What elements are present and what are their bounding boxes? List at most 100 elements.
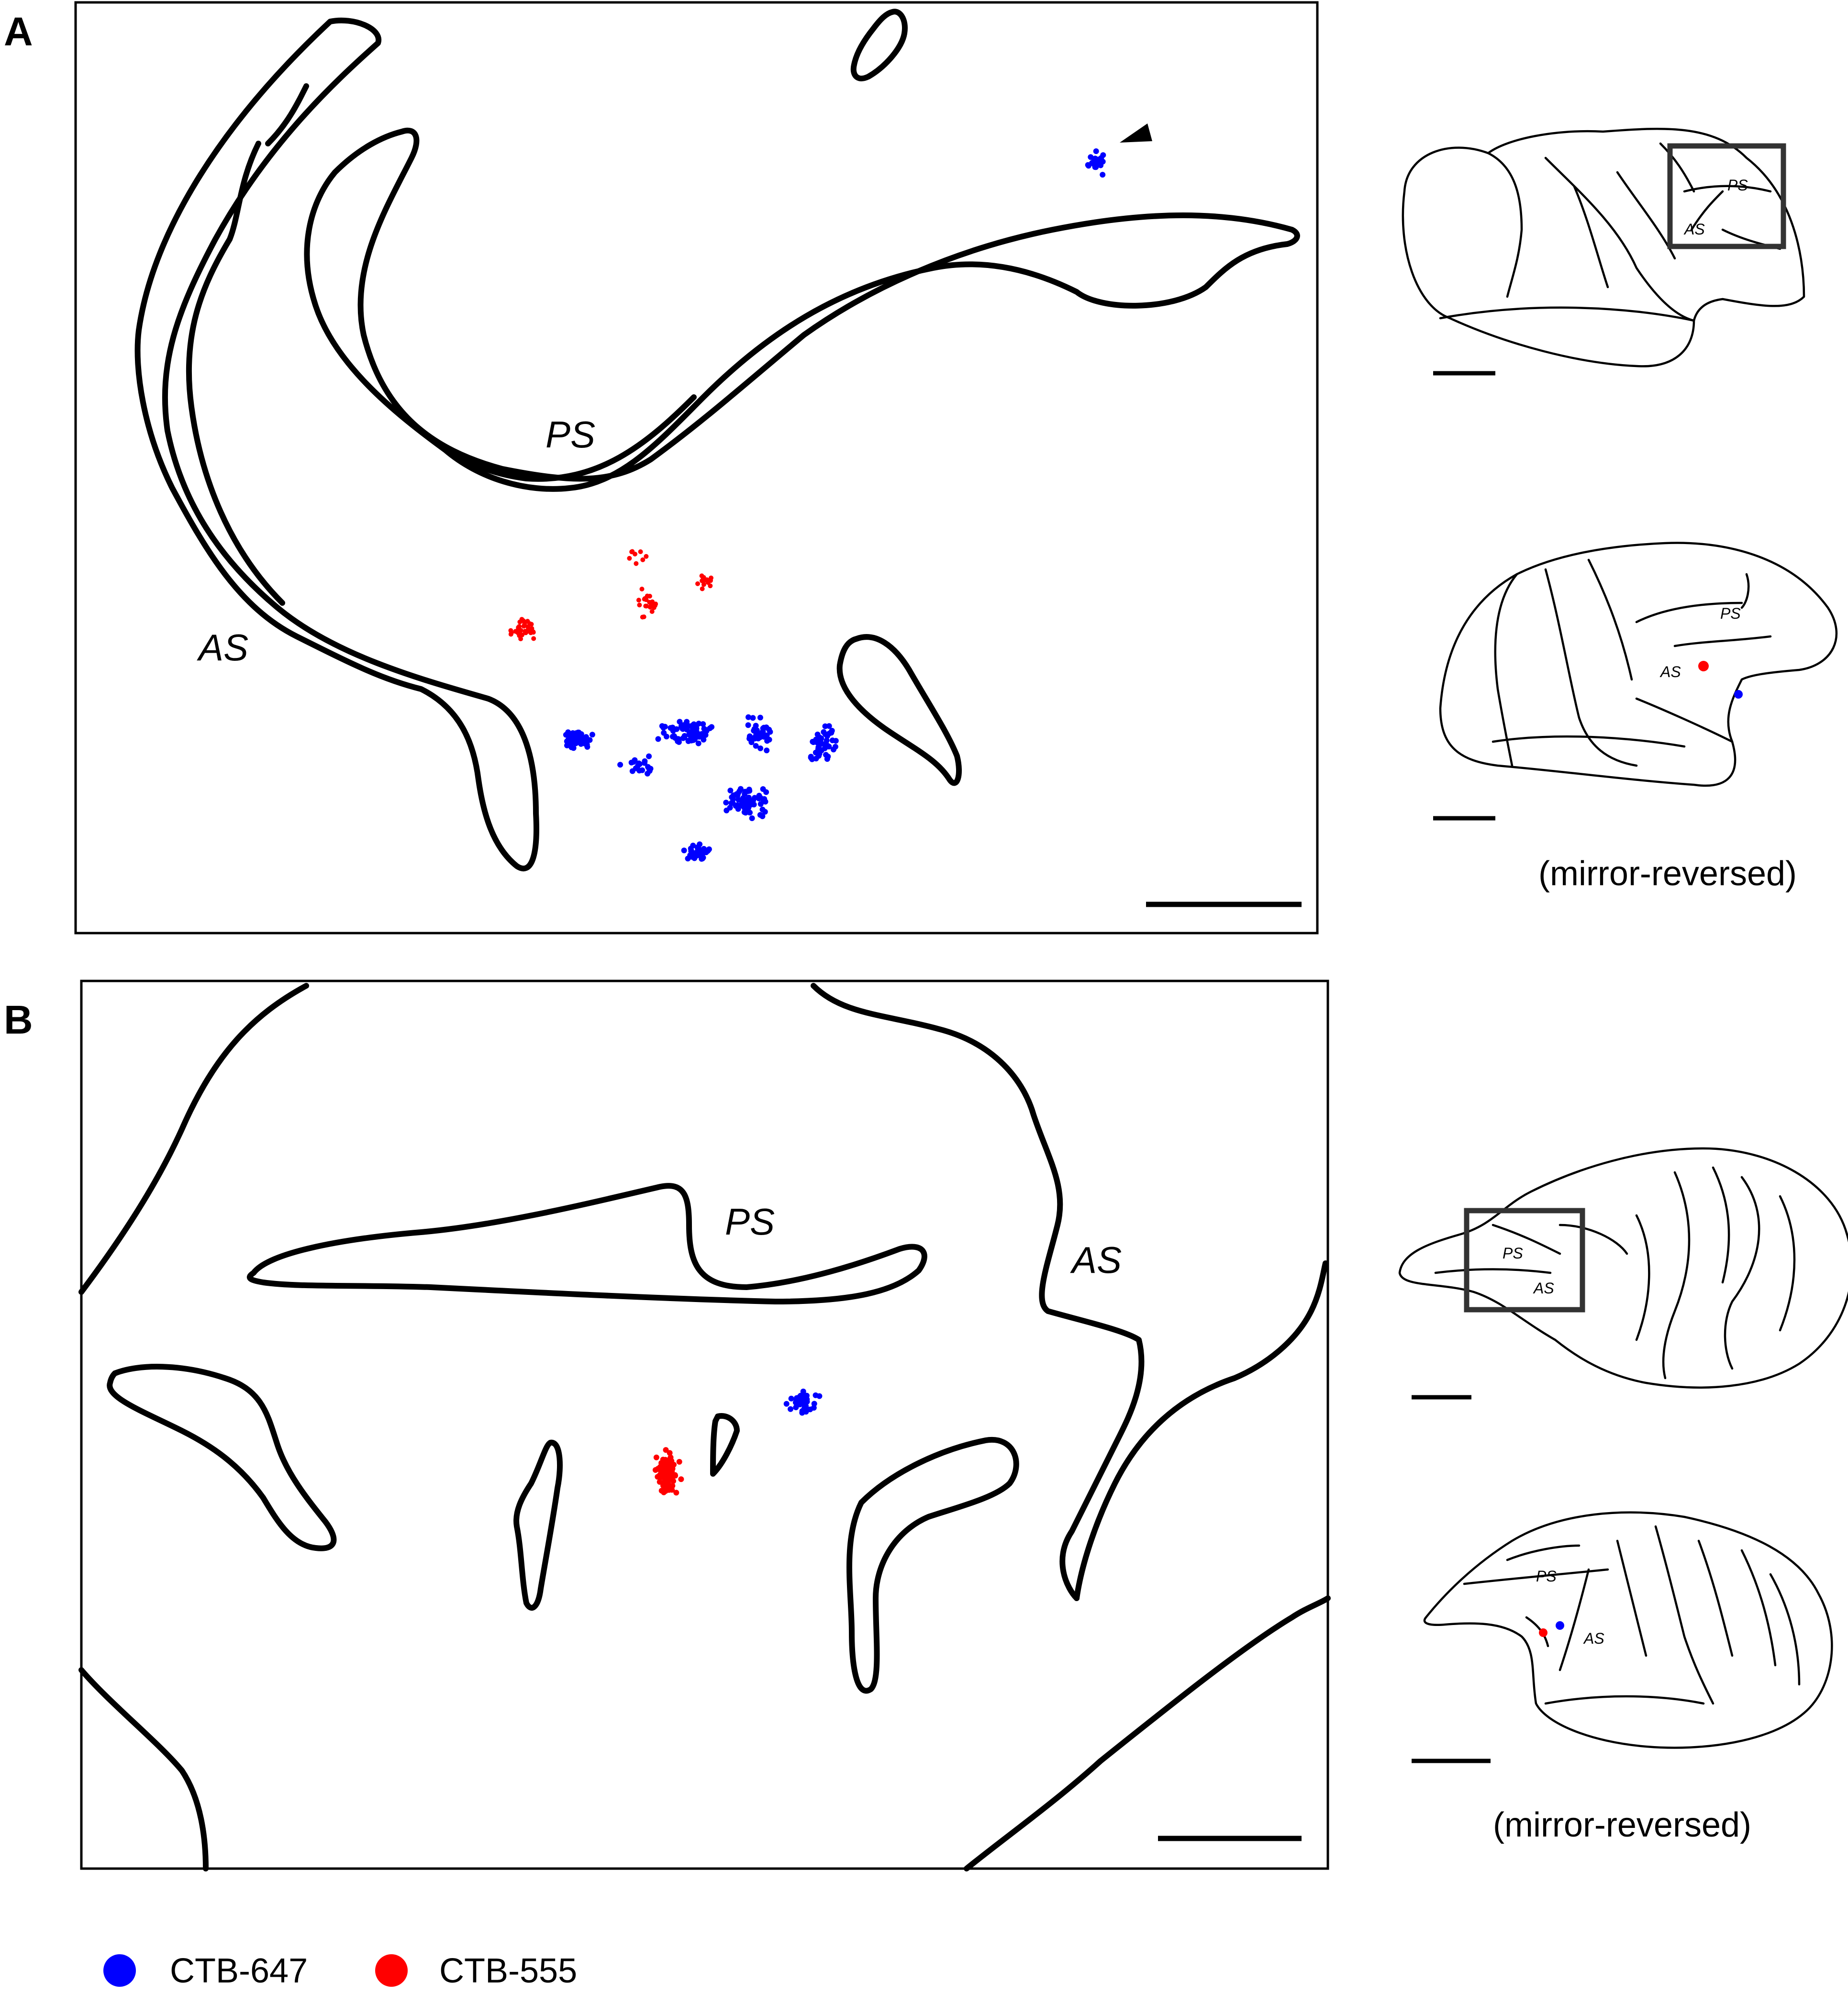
panel-b-outer-contour-right <box>811 983 1145 1601</box>
panel-b-sulcus-left <box>107 1364 337 1551</box>
labeled-cell-dot <box>746 714 751 720</box>
legend-ctb647-swatch <box>103 1954 136 1987</box>
panel-a-inset-region-box <box>1667 143 1786 249</box>
labeled-cell-dot <box>1100 172 1106 178</box>
labeled-cell-dot <box>696 846 701 852</box>
labeled-cell-dot <box>668 1462 674 1468</box>
labeled-cell-dot <box>764 747 770 754</box>
labeled-cell-dot <box>639 587 645 591</box>
panel-a-arrowhead-icon <box>1120 123 1152 143</box>
labeled-cell-dot <box>518 636 523 642</box>
labeled-cell-dot <box>660 1462 667 1469</box>
panel-b-ctb647-cells <box>783 1388 823 1416</box>
labeled-cell-dot <box>669 1483 676 1489</box>
labeled-cell-dot <box>517 624 522 629</box>
labeled-cell-dot <box>520 632 525 637</box>
labeled-cell-dot <box>701 848 707 855</box>
labeled-cell-dot <box>577 735 583 741</box>
panel-a-as-label: AS <box>197 626 248 668</box>
legend-ctb647-label: CTB-647 <box>170 1952 308 1990</box>
labeled-cell-dot <box>825 754 831 759</box>
panel-a-inset-1-ps-label: PS <box>1727 177 1748 194</box>
panel-b: B PS AS <box>4 980 1848 1871</box>
labeled-cell-dot <box>703 728 710 734</box>
panel-b-principal-sulcus <box>246 1183 927 1304</box>
labeled-cell-dot <box>693 853 700 859</box>
panel-b-inset-2-as-label: AS <box>1583 1630 1604 1647</box>
labeled-cell-dot <box>667 1450 673 1456</box>
labeled-cell-dot <box>757 714 763 721</box>
labeled-cell-dot <box>647 766 654 772</box>
labeled-cell-dot <box>617 762 623 768</box>
panel-a-inset-2-ps-label: PS <box>1720 605 1741 622</box>
labeled-cell-dot <box>703 578 708 583</box>
labeled-cell-dot <box>759 730 766 736</box>
panel-a-island-top <box>850 9 908 81</box>
panel-a-principal-inner <box>418 394 697 482</box>
labeled-cell-dot <box>734 803 740 809</box>
panel-b-ctb555-cells <box>652 1447 684 1496</box>
labeled-cell-dot <box>642 758 648 764</box>
labeled-cell-dot <box>638 549 643 554</box>
labeled-cell-dot <box>700 721 706 727</box>
labeled-cell-dot <box>826 723 832 729</box>
labeled-cell-dot <box>800 1388 806 1394</box>
labeled-cell-dot <box>653 601 658 607</box>
panel-b-mirror-caption: (mirror-reversed) <box>1493 1806 1751 1844</box>
labeled-cell-dot <box>738 801 745 807</box>
labeled-cell-dot <box>647 593 652 599</box>
labeled-cell-dot <box>640 557 646 562</box>
labeled-cell-dot <box>689 724 695 730</box>
panel-a-inset-brain-1: PS AS <box>1402 127 1805 376</box>
labeled-cell-dot <box>644 597 649 602</box>
panel-a-frame <box>74 1 1319 935</box>
labeled-cell-dot <box>634 561 639 566</box>
labeled-cell-dot <box>757 801 764 807</box>
labeled-cell-dot <box>589 732 595 738</box>
labeled-cell-dot <box>569 736 575 743</box>
labeled-cell-dot <box>1088 154 1094 160</box>
labeled-cell-dot <box>523 629 527 634</box>
labeled-cell-dot <box>749 815 755 821</box>
labeled-cell-dot <box>663 1447 669 1453</box>
panel-a-principal-sulcus <box>304 127 1300 492</box>
labeled-cell-dot <box>584 742 590 747</box>
labeled-cell-dot <box>525 619 530 624</box>
labeled-cell-dot <box>783 1401 790 1407</box>
labeled-cell-dot <box>801 1393 807 1400</box>
labeled-cell-dot <box>813 756 819 762</box>
panel-a-letter: A <box>4 9 33 54</box>
labeled-cell-dot <box>646 753 652 759</box>
panel-a: A PS AS <box>4 1 1838 935</box>
labeled-cell-dot <box>677 719 683 725</box>
labeled-cell-dot <box>759 806 766 813</box>
panel-a-island-lower <box>836 634 962 786</box>
labeled-cell-dot <box>747 810 753 816</box>
labeled-cell-dot <box>757 745 764 751</box>
labeled-cell-dot <box>815 746 821 752</box>
panel-b-ctb647-injection-site <box>1556 1621 1564 1630</box>
labeled-cell-dot <box>695 740 701 746</box>
panel-b-letter: B <box>4 997 33 1042</box>
labeled-cell-dot <box>661 1482 667 1488</box>
labeled-cell-dot <box>788 1406 793 1412</box>
labeled-cell-dot <box>752 795 758 801</box>
labeled-cell-dot <box>564 742 570 748</box>
labeled-cell-dot <box>701 582 706 587</box>
labeled-cell-dot <box>830 746 836 753</box>
labeled-cell-dot <box>708 583 713 589</box>
panel-a-mirror-caption: (mirror-reversed) <box>1538 855 1797 893</box>
panel-a-ctb555-cells <box>508 549 713 642</box>
panel-b-ps-label: PS <box>725 1201 775 1243</box>
labeled-cell-dot <box>1091 160 1098 167</box>
panel-a-ps-label: PS <box>545 413 595 456</box>
labeled-cell-dot <box>814 731 821 737</box>
labeled-cell-dot <box>647 604 653 610</box>
labeled-cell-dot <box>802 1408 808 1414</box>
panel-b-inset-region-box <box>1464 1208 1585 1313</box>
panel-a-ctb647-cells <box>563 148 1106 862</box>
labeled-cell-dot <box>752 735 758 742</box>
labeled-cell-dot <box>531 636 536 641</box>
labeled-cell-dot <box>659 723 665 729</box>
